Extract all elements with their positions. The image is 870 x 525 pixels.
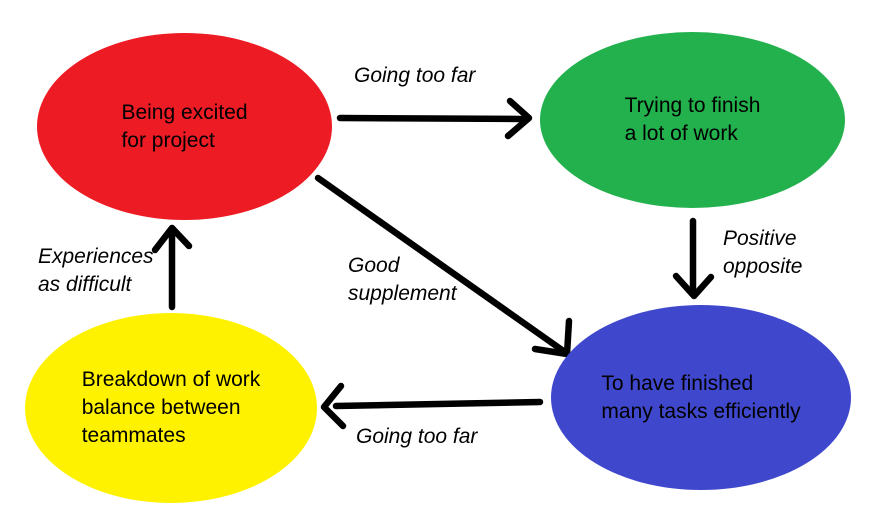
edge-label-positive-opposite: Positive opposite [723, 227, 803, 278]
arrow-trying-to-finished [672, 217, 715, 300]
node-being-excited: Being excited for project [37, 33, 332, 220]
edge-label-experiences-as-difficult: Experiences as difficult [38, 245, 154, 296]
arrow-finished-to-breakdown [320, 382, 544, 430]
node-being-excited-label: Being excited for project [121, 100, 248, 152]
arrow-breakdown-to-excited [151, 224, 193, 311]
edge-label-going-too-far-top: Going too far [354, 64, 476, 87]
node-breakdown-of-work: Breakdown of work balance between teamma… [25, 313, 317, 503]
node-trying-to-finish: Trying to finish a lot of work [540, 32, 845, 208]
node-finished-many-tasks: To have finished many tasks efficiently [551, 305, 851, 490]
node-trying-to-finish-label: Trying to finish a lot of work [624, 94, 761, 145]
node-breakdown-of-work-label: Breakdown of work balance between teamma… [81, 368, 261, 447]
edge-label-good-supplement: Good supplement [348, 254, 457, 305]
node-finished-many-tasks-label: To have finished many tasks efficiently [601, 371, 801, 423]
arrow-excited-to-trying [336, 97, 533, 140]
edge-label-going-too-far-bottom: Going too far [356, 425, 478, 448]
